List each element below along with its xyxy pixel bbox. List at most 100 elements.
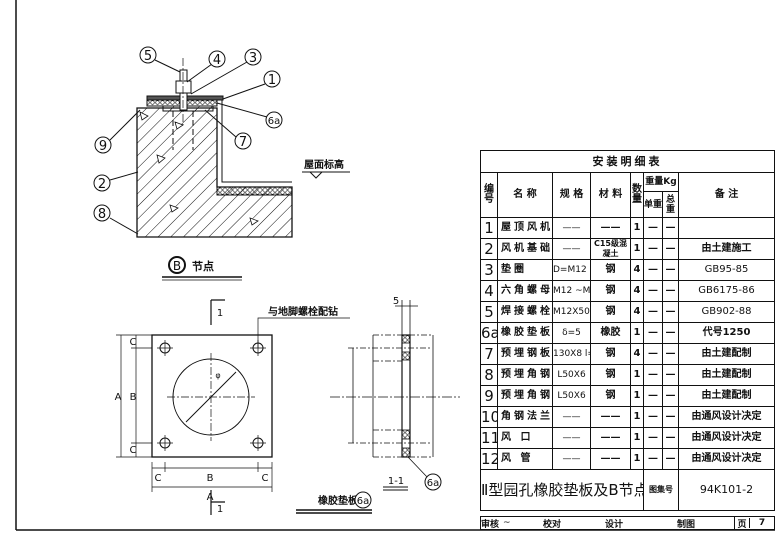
flashing	[221, 97, 292, 183]
rubber-pad-callout: 6a	[357, 496, 370, 507]
cell-no: 11	[480, 427, 498, 449]
section-mark-top: 1	[217, 308, 223, 319]
cell-total: —	[662, 301, 679, 323]
cell-name: 风 口	[497, 427, 553, 449]
cell-note: 由土建施工	[678, 238, 775, 260]
table-row: 11风 口————1——由通风设计决定	[480, 427, 775, 449]
roof-level-label: 屋面标高	[304, 158, 344, 171]
page-label: 页	[734, 516, 749, 530]
cell-no: 2	[480, 238, 498, 260]
cell-qty: 1	[630, 364, 644, 386]
cell-total: —	[662, 448, 679, 470]
cell-name: 角钢法兰	[497, 406, 553, 428]
callout-2: 2	[98, 177, 106, 192]
cell-qty: 1	[630, 427, 644, 449]
cell-note: 由通风设计决定	[678, 448, 775, 470]
thickness-label: 5	[393, 296, 399, 307]
cell-unit: —	[643, 301, 663, 323]
cell-name: 预埋钢板	[497, 343, 553, 365]
cell-unit: —	[643, 322, 663, 344]
cell-no: 7	[480, 343, 498, 365]
cell-total: —	[662, 385, 679, 407]
cell-material: 橡胶	[590, 322, 631, 344]
cell-note: 由土建配制	[678, 343, 775, 365]
cell-no: 5	[480, 301, 498, 323]
cell-note: 由通风设计决定	[678, 427, 775, 449]
header-no: 编号	[480, 172, 498, 218]
dim-a-vertical: A	[115, 392, 122, 403]
cell-material: 钢	[590, 301, 631, 323]
cell-name: 焊接螺栓	[497, 301, 553, 323]
callout-1: 1	[268, 73, 276, 88]
dim-c: C	[262, 473, 269, 484]
cell-spec: δ=5	[552, 322, 591, 344]
cell-no: 10	[480, 406, 498, 428]
cell-total: —	[662, 406, 679, 428]
cell-material: ——	[590, 448, 631, 470]
header-total-weight: 总重	[662, 191, 679, 218]
cell-unit: —	[643, 343, 663, 365]
cell-unit: —	[643, 385, 663, 407]
drill-note: 与地脚螺栓配钻	[268, 305, 338, 318]
cell-material: 钢	[590, 280, 631, 302]
cell-total: —	[662, 217, 679, 239]
cell-material: 钢	[590, 259, 631, 281]
callout-3: 3	[249, 51, 257, 66]
table-row: 10角钢法兰————1——由通风设计决定	[480, 406, 775, 428]
dim-phi: φ	[215, 371, 220, 380]
cell-spec: D=M12 ~M20	[552, 259, 591, 281]
cell-qty: 1	[630, 322, 644, 344]
cell-material: 钢	[590, 364, 631, 386]
cell-unit: —	[643, 259, 663, 281]
cell-note: 代号1250	[678, 322, 775, 344]
table-row: 12风 管————1——由通风设计决定	[480, 448, 775, 470]
cell-name: 橡胶垫板	[497, 322, 553, 344]
cell-qty: 4	[630, 280, 644, 302]
section-mark-bottom: 1	[217, 504, 223, 515]
cell-spec: M12X50~ M20X60	[552, 301, 591, 323]
cell-name: 预埋角钢	[497, 385, 553, 407]
cell-no: 4	[480, 280, 498, 302]
section-title: 1-1	[388, 476, 404, 487]
dim-c: C	[155, 473, 162, 484]
cell-name: 六角螺母	[497, 280, 553, 302]
cell-unit: —	[643, 217, 663, 239]
drawing-title: Ⅱ型园孔橡胶垫板及B节点	[480, 469, 644, 511]
header-weight: 重量Kg	[643, 172, 679, 192]
table-title: 安装明细表	[480, 150, 775, 173]
node-symbol-circle	[168, 256, 186, 274]
node-label: 节点	[192, 259, 214, 273]
cell-spec: ——	[552, 448, 591, 470]
cell-unit: —	[643, 280, 663, 302]
cell-qty: 4	[630, 301, 644, 323]
cell-material: C15级混凝土	[590, 238, 631, 260]
cell-total: —	[662, 259, 679, 281]
drawing-no-label: 图集号	[643, 469, 679, 511]
cell-total: —	[662, 238, 679, 260]
installation-detail-table: 安装明细表 编号 名 称 规 格 材 料 数量 重量Kg 备 注 单重 总重 1…	[480, 150, 775, 511]
cell-qty: 1	[630, 385, 644, 407]
cell-qty: 4	[630, 343, 644, 365]
section-callout-6a: 6a	[427, 478, 440, 489]
cell-no: 12	[480, 448, 498, 470]
cell-name: 风机基础	[497, 238, 553, 260]
cell-qty: 4	[630, 259, 644, 281]
cell-no: 6a	[480, 322, 498, 344]
cell-material: ——	[590, 427, 631, 449]
cell-name: 垫圈	[497, 259, 553, 281]
callout-8: 8	[98, 207, 106, 222]
cell-spec: ——	[552, 427, 591, 449]
cell-unit: —	[643, 448, 663, 470]
cell-name: 屋顶风机	[497, 217, 553, 239]
cell-note: 由土建配制	[678, 364, 775, 386]
dim-a: A	[207, 492, 214, 503]
review-label: 审核	[481, 519, 500, 530]
check-label: 校对	[543, 519, 562, 530]
roof-insulation	[216, 186, 293, 196]
section-labels: 5 1-1 6a 橡胶垫板 6a	[318, 296, 442, 509]
